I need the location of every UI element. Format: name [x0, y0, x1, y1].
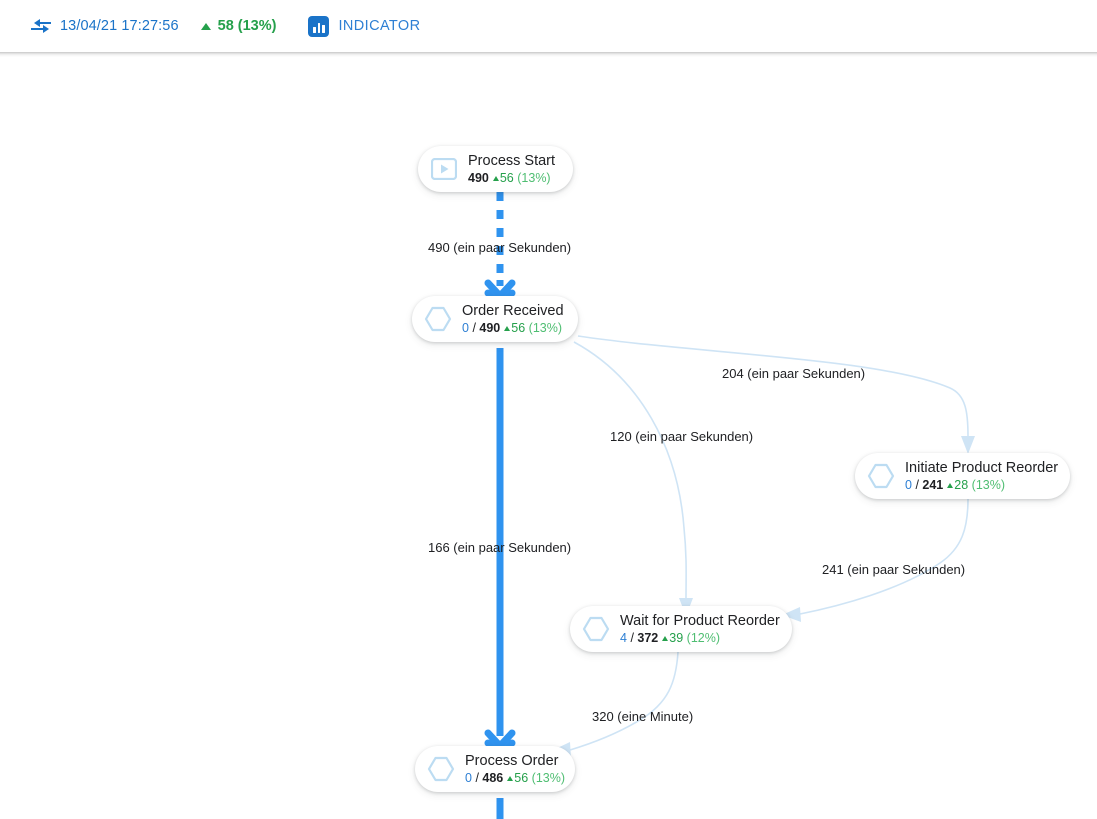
node-percent: (13%)	[971, 477, 1005, 492]
edge-label-wait-to-process-order: 320 (eine Minute)	[592, 709, 694, 724]
node-title: Wait for Product Reorder	[620, 612, 780, 629]
node-order-received[interactable]: Order Received 0 / 490 56 (13%)	[412, 296, 578, 342]
delta-value: 58 (13%)	[217, 18, 277, 34]
node-stats: 0 / 486 56 (13%)	[465, 771, 565, 786]
node-percent: (13%)	[531, 770, 565, 785]
edge-initiate-to-wait[interactable]	[782, 498, 969, 622]
edge-label-order-received-to-wait: 120 (ein paar Sekunden)	[610, 429, 754, 444]
node-title: Process Start	[468, 152, 556, 169]
node-current: 0	[465, 770, 472, 785]
node-delta: 56	[511, 320, 526, 335]
hexagon-activity-icon	[866, 461, 896, 491]
node-delta-group: 56	[507, 771, 528, 785]
play-start-icon	[429, 154, 459, 184]
triangle-up-icon	[504, 325, 511, 331]
comparison-timestamp: 13/04/21 17:27:56	[60, 18, 179, 34]
node-separator: /	[472, 320, 476, 335]
node-total: 241	[922, 477, 944, 492]
node-initiate-product-reorder[interactable]: Initiate Product Reorder 0 / 241 28 (13%)	[855, 453, 1070, 499]
node-stats: 0 / 490 56 (13%)	[462, 321, 564, 336]
triangle-up-icon	[947, 482, 954, 488]
node-delta-group: 56	[504, 321, 525, 335]
node-total: 490	[468, 170, 489, 185]
edge-order-received-to-wait[interactable]	[573, 341, 693, 616]
node-current: 4	[620, 630, 627, 645]
node-delta-group: 56	[492, 170, 514, 185]
node-delta-group: 39	[662, 631, 683, 645]
edge-label-start-to-order-received: 490 (ein paar Sekunden)	[428, 240, 572, 255]
node-delta: 56	[499, 170, 514, 185]
node-stats: 4 / 372 39 (12%)	[620, 631, 780, 646]
node-stats: 490 56 (13%)	[468, 171, 555, 186]
process-graph-canvas[interactable]: Process Start 490 56 (13%) Order Received…	[0, 58, 1097, 819]
node-percent: (13%)	[517, 170, 551, 185]
bar-chart-icon	[308, 15, 330, 37]
indicator-button[interactable]: INDICATOR	[308, 15, 421, 37]
hexagon-activity-icon	[423, 304, 453, 334]
node-delta: 28	[954, 477, 969, 492]
delta-badge: 58 (13%)	[200, 18, 277, 34]
indicator-label: INDICATOR	[338, 18, 421, 34]
node-stats: 0 / 241 28 (13%)	[905, 478, 1058, 493]
node-total: 486	[482, 770, 504, 785]
node-delta: 39	[669, 630, 684, 645]
hexagon-activity-icon	[426, 754, 456, 784]
edge-label-order-received-to-initiate: 204 (ein paar Sekunden)	[722, 366, 866, 381]
node-title: Process Order	[465, 752, 559, 769]
timestamp-group[interactable]: 13/04/21 17:27:56	[30, 17, 179, 35]
header-divider	[0, 52, 1097, 58]
edge-order-received-to-initiate[interactable]	[577, 335, 975, 454]
node-delta: 56	[514, 770, 529, 785]
node-title: Initiate Product Reorder	[905, 459, 1059, 476]
triangle-up-icon	[507, 775, 514, 781]
node-current: 0	[905, 477, 912, 492]
node-process-start[interactable]: Process Start 490 56 (13%)	[418, 146, 573, 192]
node-title: Order Received	[462, 302, 564, 319]
node-total: 490	[479, 320, 501, 335]
node-percent: (13%)	[528, 320, 562, 335]
triangle-up-icon	[492, 175, 499, 181]
edge-label-initiate-to-wait: 241 (ein paar Sekunden)	[822, 562, 966, 577]
node-current: 0	[462, 320, 469, 335]
node-total: 372	[637, 630, 659, 645]
hexagon-activity-icon	[581, 614, 611, 644]
node-delta-group: 28	[947, 478, 968, 492]
edge-wait-to-process-order[interactable]	[551, 651, 679, 758]
node-process-order[interactable]: Process Order 0 / 486 56 (13%)	[415, 746, 575, 792]
node-separator: /	[475, 770, 479, 785]
node-separator: /	[630, 630, 634, 645]
node-wait-for-product-reorder[interactable]: Wait for Product Reorder 4 / 372 39 (12%)	[570, 606, 792, 652]
edge-label-order-received-to-process-order: 166 (ein paar Sekunden)	[428, 540, 572, 555]
triangle-up-icon	[200, 22, 211, 30]
triangle-up-icon	[662, 635, 669, 641]
transition-compare-icon	[31, 19, 51, 33]
node-percent: (12%)	[686, 630, 720, 645]
node-separator: /	[915, 477, 919, 492]
top-toolbar: 13/04/21 17:27:56 58 (13%) INDICATOR	[0, 0, 1097, 52]
